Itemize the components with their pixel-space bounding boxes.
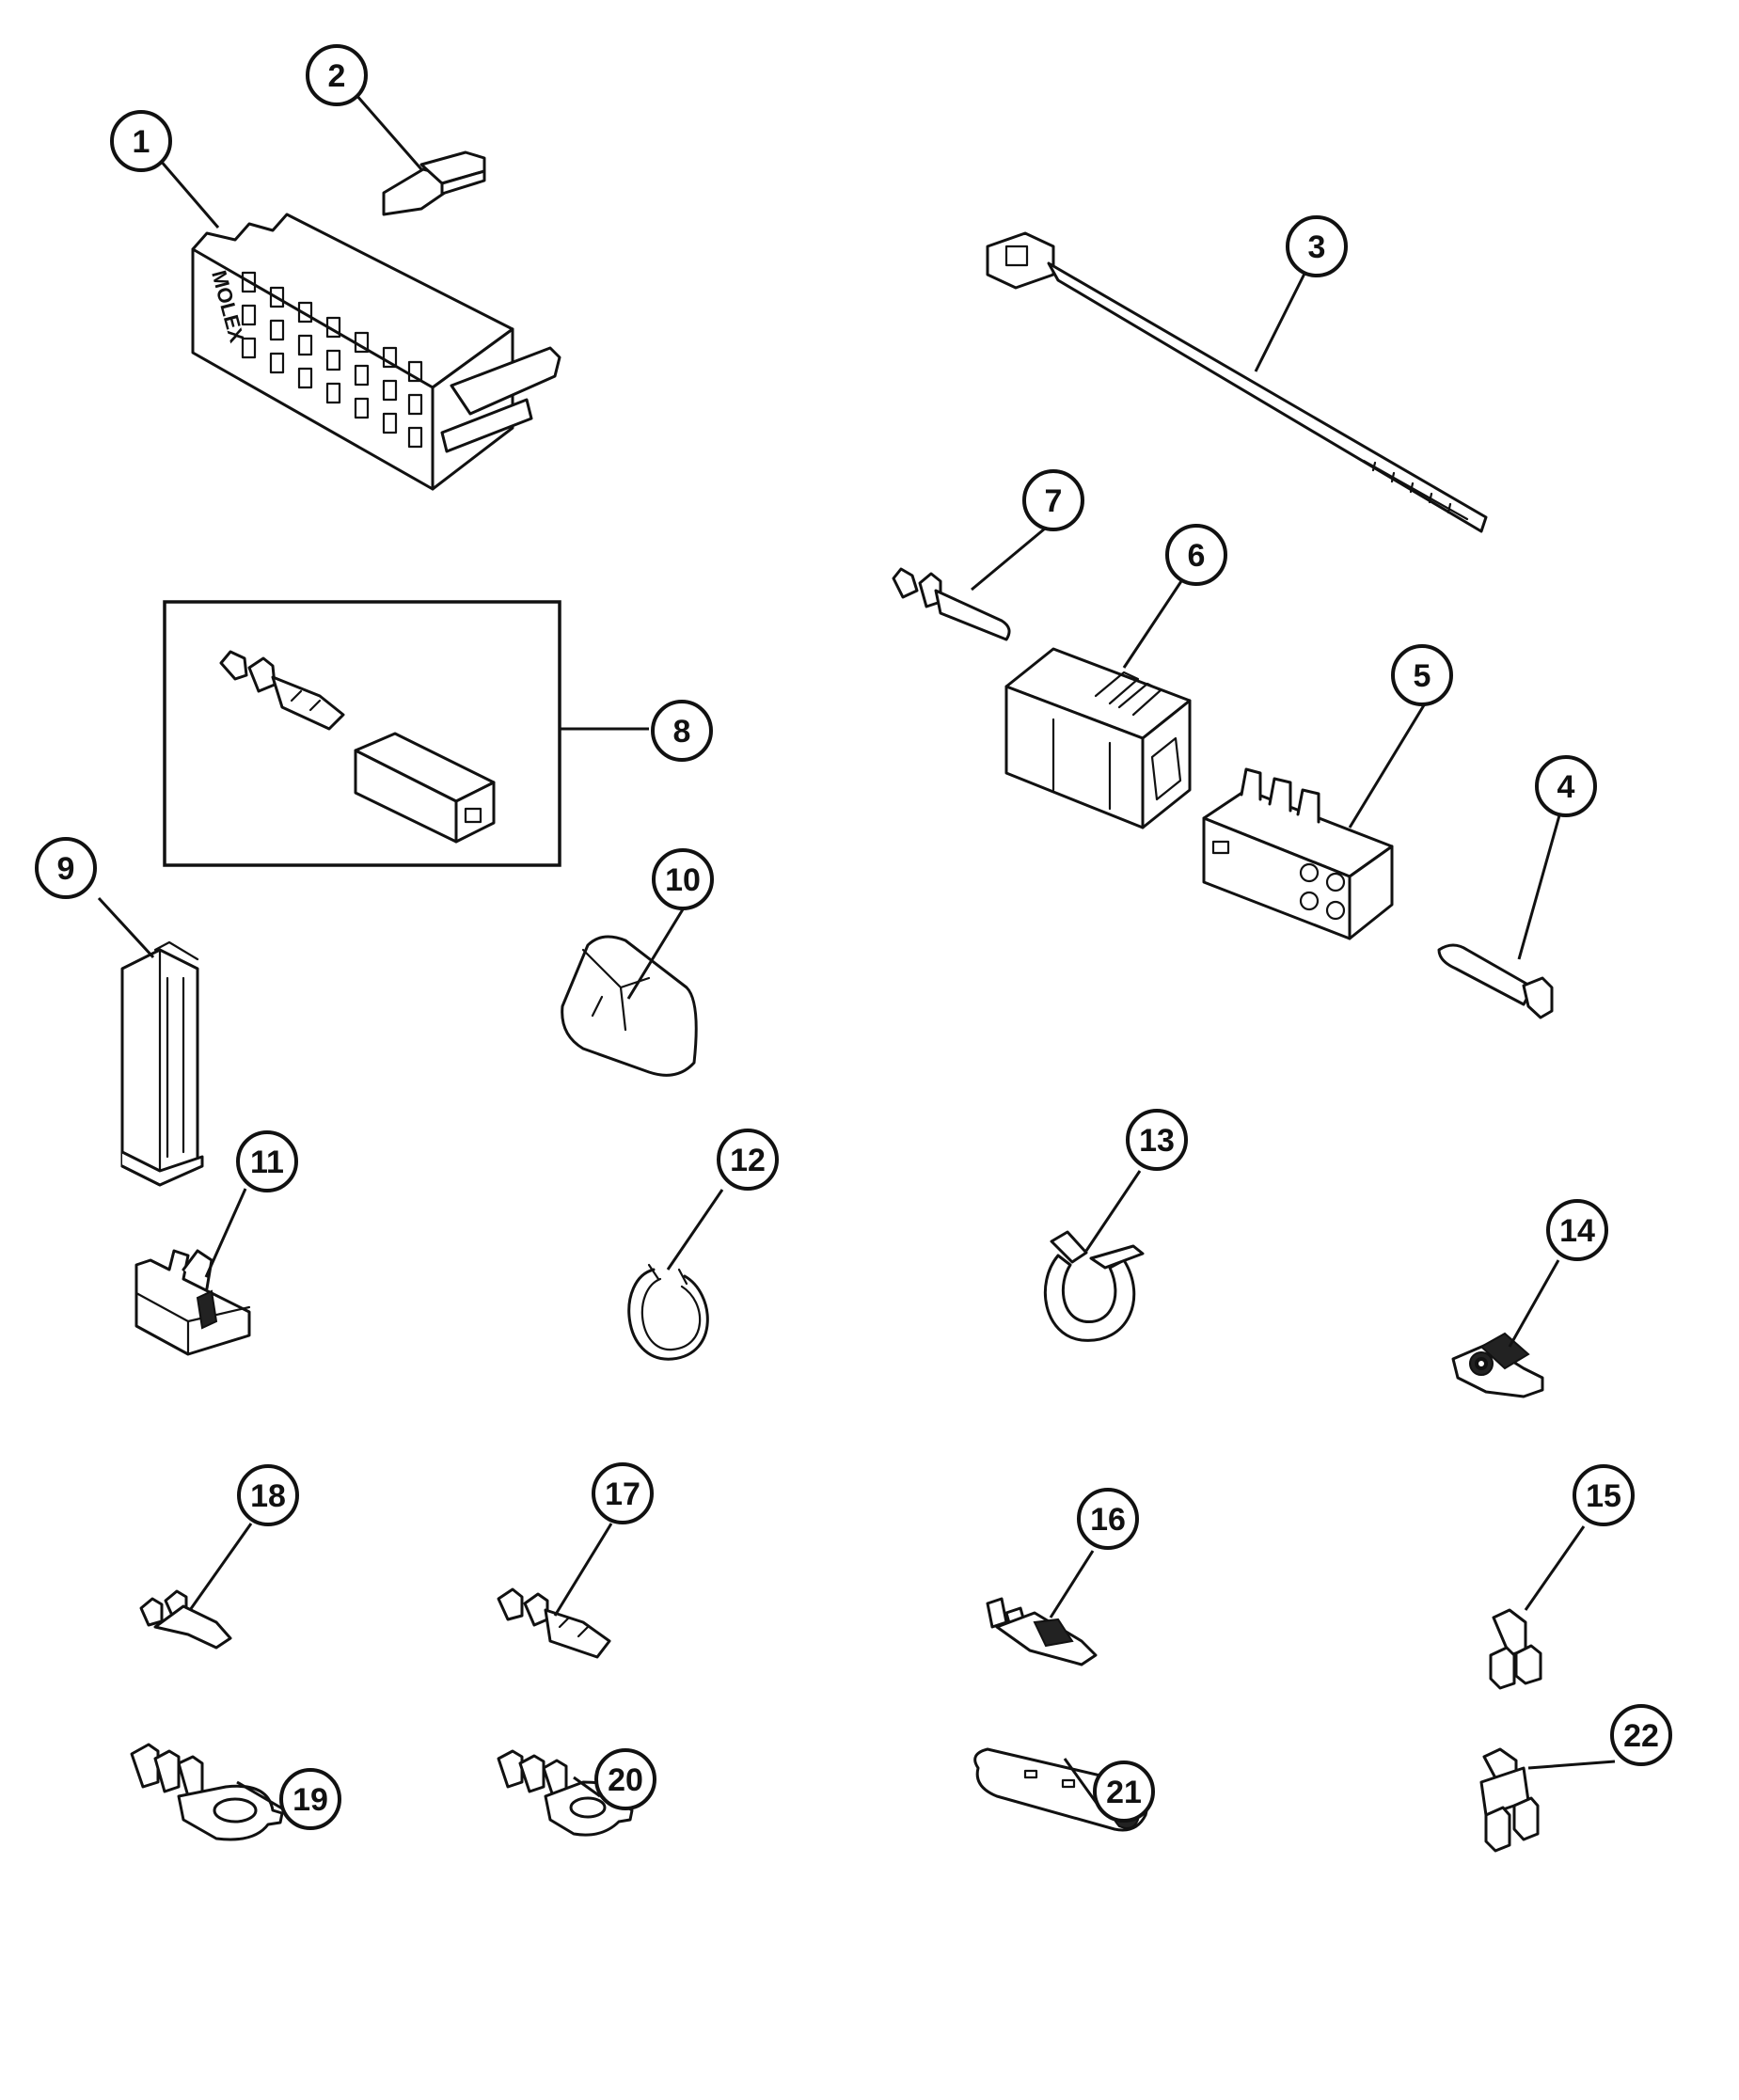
callout-10: 10 (652, 848, 714, 910)
part-8-terminal-kit (163, 600, 561, 867)
kit-insulator (354, 732, 496, 844)
callout-15: 15 (1573, 1464, 1635, 1526)
part-16-angled-terminal (986, 1597, 1098, 1666)
part-13-hose-clamp (1043, 1230, 1145, 1342)
callout-4: 4 (1535, 755, 1597, 817)
part-5-plug-housing (1202, 767, 1394, 940)
svg-text:10: 10 (665, 862, 701, 898)
svg-text:3: 3 (1308, 229, 1326, 265)
part-15-spade-terminal (1489, 1608, 1542, 1690)
callout-8: 8 (651, 700, 713, 762)
svg-text:11: 11 (250, 1145, 284, 1180)
callout-21: 21 (1093, 1761, 1155, 1823)
callout-12: 12 (717, 1129, 779, 1191)
callout-3: 3 (1286, 215, 1348, 277)
svg-text:8: 8 (673, 714, 691, 750)
callout-6: 6 (1165, 524, 1227, 586)
part-2-lock-clip (382, 150, 486, 216)
svg-text:5: 5 (1414, 658, 1431, 694)
callout-20: 20 (594, 1748, 656, 1810)
part-4-male-pin (1437, 943, 1554, 1019)
kit-terminal (219, 650, 345, 731)
callout-2: 2 (306, 44, 368, 106)
svg-text:18: 18 (250, 1478, 286, 1514)
part-18-flag-terminal (139, 1589, 232, 1650)
part-9-wire-holder (120, 940, 204, 1187)
svg-text:22: 22 (1623, 1718, 1659, 1754)
callout-17: 17 (592, 1462, 654, 1524)
callout-11: 11 (236, 1130, 298, 1192)
kit-box-outline (163, 600, 561, 867)
part-10-wire-clip (561, 935, 698, 1077)
part-12-snap-ring (627, 1263, 709, 1361)
part-17-quick-connect (497, 1587, 611, 1659)
svg-text:6: 6 (1188, 538, 1206, 574)
part-19-ring-terminal (130, 1743, 284, 1841)
callout-13: 13 (1126, 1109, 1188, 1171)
svg-text:14: 14 (1559, 1213, 1595, 1249)
svg-text:21: 21 (1106, 1775, 1142, 1810)
callout-14: 14 (1546, 1199, 1608, 1261)
part-11-terminal-bracket (134, 1249, 251, 1356)
callout-7: 7 (1022, 469, 1084, 531)
svg-text:12: 12 (730, 1143, 766, 1178)
part-1-connector-housing: MOLEX (191, 213, 561, 491)
callout-1: 1 (110, 110, 172, 172)
part-22-splice-terminal (1479, 1747, 1540, 1853)
callout-16: 16 (1077, 1488, 1139, 1550)
part-7-female-pin (892, 567, 1011, 641)
callout-18: 18 (237, 1464, 299, 1526)
callout-9: 9 (35, 837, 97, 899)
callout-19: 19 (279, 1768, 341, 1830)
svg-text:2: 2 (328, 58, 346, 94)
svg-text:1: 1 (133, 124, 150, 160)
svg-text:16: 16 (1090, 1502, 1126, 1538)
callout-leaders (97, 93, 1616, 1817)
svg-text:4: 4 (1557, 769, 1575, 805)
svg-text:20: 20 (608, 1762, 643, 1798)
callout-5: 5 (1391, 644, 1453, 706)
part-14-ground-terminal (1451, 1332, 1544, 1398)
svg-text:19: 19 (292, 1782, 328, 1818)
callout-22: 22 (1610, 1704, 1672, 1766)
part-6-receptacle-housing (1004, 647, 1192, 829)
svg-text:9: 9 (57, 851, 75, 887)
part-3-cable-tie (986, 231, 1488, 533)
svg-text:7: 7 (1045, 483, 1063, 519)
svg-text:13: 13 (1139, 1123, 1175, 1159)
svg-text:17: 17 (605, 1476, 640, 1512)
svg-text:15: 15 (1586, 1478, 1621, 1514)
